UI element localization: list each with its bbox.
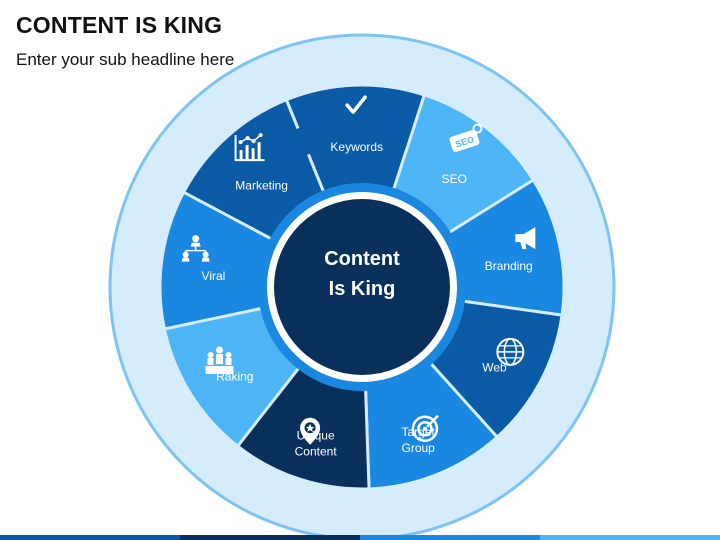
segment-label-5-1: Content xyxy=(295,445,338,459)
center-title-line1: Content xyxy=(324,248,400,270)
location-pin-star-icon xyxy=(300,417,321,445)
podium-people-icon xyxy=(205,346,234,375)
megaphone-icon xyxy=(515,227,536,250)
checkmark-icon xyxy=(345,95,367,114)
page-title: CONTENT IS KING xyxy=(16,12,223,38)
segment-label-4-1: Group xyxy=(402,441,436,455)
segment-label-8-0: Marketing xyxy=(235,179,288,193)
puzzle-tab-8 xyxy=(289,127,318,156)
segment-label-6-0: Raking xyxy=(216,369,253,383)
bottom-accent-bar xyxy=(0,535,720,540)
network-people-icon xyxy=(181,235,210,262)
bottom-bar-stripe-3 xyxy=(540,535,720,540)
globe-www-icon xyxy=(496,337,525,366)
bottom-bar-stripe-1 xyxy=(180,535,360,540)
segment-label-3-0: Web xyxy=(482,360,507,374)
seo-tag-icon: SEO xyxy=(449,123,483,153)
page-subtitle: Enter your sub headline here xyxy=(16,50,235,69)
bottom-bar-stripe-0 xyxy=(0,535,180,540)
segment-label-2-0: Branding xyxy=(485,259,533,273)
segment-label-4-0: Target xyxy=(402,425,436,439)
segment-label-5-0: Unique xyxy=(297,429,335,443)
analytics-chart-icon xyxy=(234,133,265,162)
target-icon xyxy=(411,414,439,443)
hub-core xyxy=(274,199,450,375)
center-title-line2: Is King xyxy=(329,278,396,300)
segment-label-7-0: Viral xyxy=(202,269,226,283)
segment-label-1-0: SEO xyxy=(442,172,467,186)
bottom-bar-stripe-2 xyxy=(360,535,540,540)
segment-label-0-0: Keywords xyxy=(330,140,383,154)
